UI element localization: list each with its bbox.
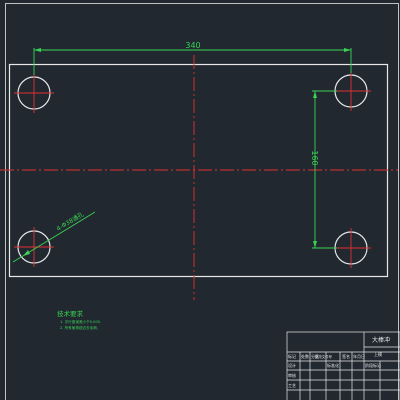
dimension-vertical [312, 90, 337, 249]
tb-header-1: 标记 [288, 353, 296, 359]
title-block-title: 大棒冲 [372, 336, 390, 344]
dimension-horizontal [33, 48, 352, 75]
hole-top-left [14, 73, 54, 113]
tb-row-process: 工艺 [288, 383, 296, 388]
dimension-vertical-label: 160 [310, 150, 319, 165]
tb-row-design: 设计 [288, 362, 296, 368]
title-block-subtitle: 上模 [374, 351, 382, 357]
tb-row-review: 审核 [288, 372, 296, 378]
tb-standardization: 标准化 [327, 362, 339, 368]
tb-header-2: 处数 [301, 353, 309, 359]
tb-header-6: 年月日 [353, 353, 365, 359]
tech-notes-title: 技术要求 [57, 309, 84, 318]
tb-header-3: 分区 [311, 353, 319, 359]
hole-bottom-left [14, 227, 54, 267]
title-block [286, 331, 400, 400]
dimension-horizontal-label: 340 [185, 41, 200, 50]
hole-callout-label: 4-Φ38通孔 [55, 210, 85, 232]
tech-note-1: 1. 平行度误差小于0.005. [60, 319, 101, 324]
plate-outline [8, 63, 389, 278]
hole-callout-leader [12, 211, 96, 263]
tb-stage-mark: 阶段标记 [365, 362, 381, 368]
drawing-frame [5, 3, 399, 400]
tech-note-2: 2. 所有棱角锐边去毛刺. [60, 325, 98, 330]
tb-header-4: 更改文件号 [315, 354, 333, 359]
tb-header-5: 签名 [342, 353, 350, 359]
